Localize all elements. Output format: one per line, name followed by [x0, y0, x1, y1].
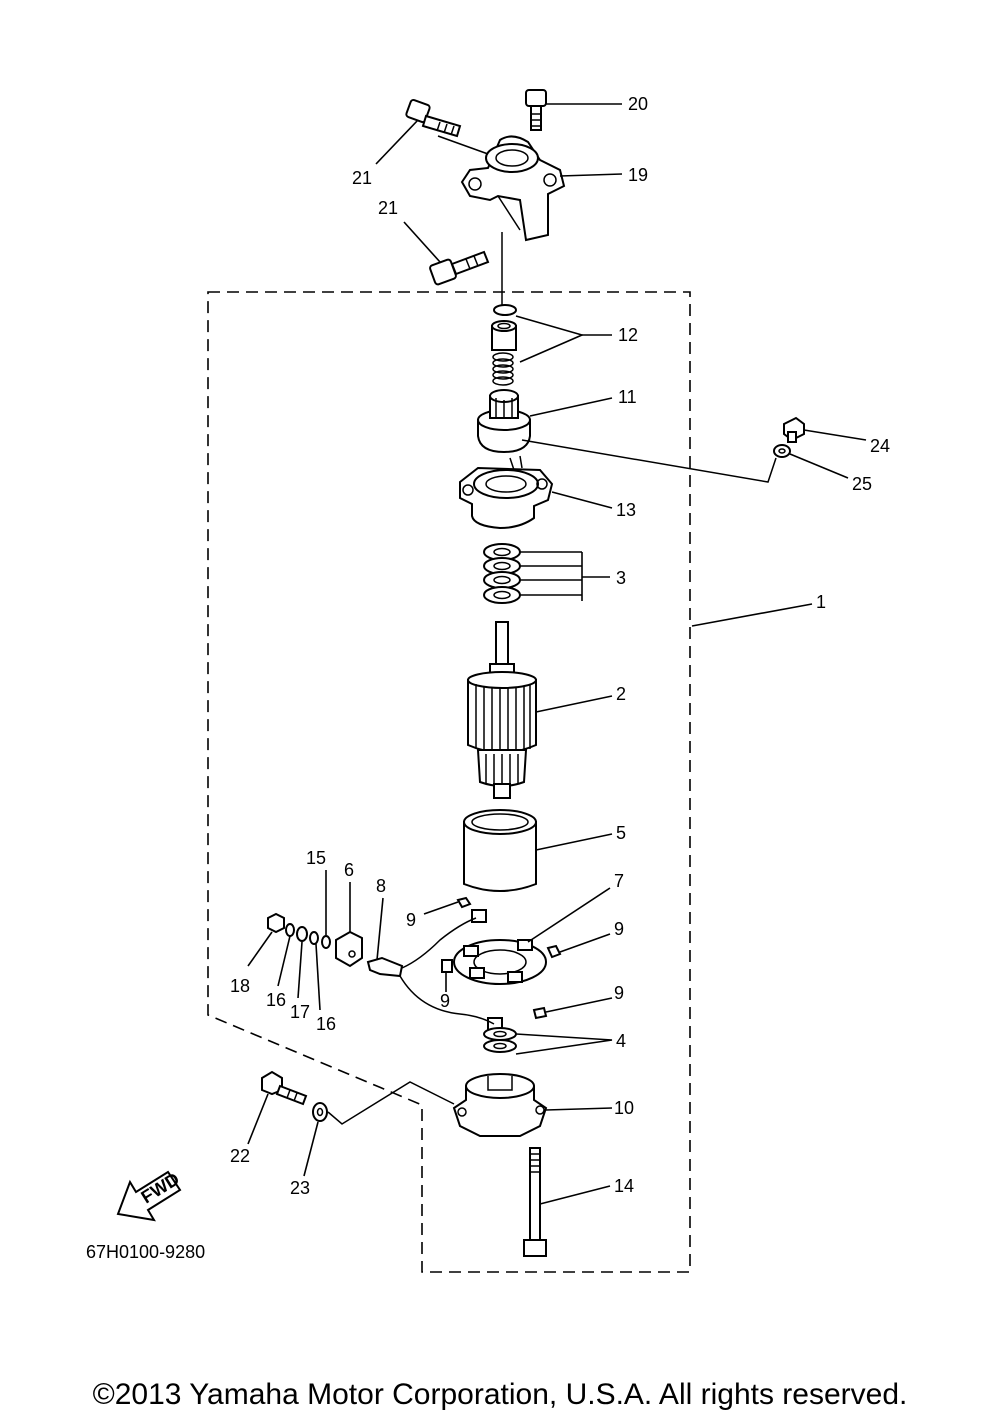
- part-7-brush-holder: [453, 939, 547, 985]
- callout-13: 13: [616, 500, 636, 520]
- callout-19: 19: [628, 165, 648, 185]
- callout-17: 17: [290, 1002, 310, 1022]
- part-13-front-housing: [459, 455, 554, 530]
- part-16-washer-b: [309, 931, 319, 945]
- callout-23: 23: [290, 1178, 310, 1198]
- part-12-spring-set: [491, 304, 517, 386]
- callout-2: 2: [616, 684, 626, 704]
- part-17-lock-washer: [296, 926, 308, 942]
- part-18-nut: [267, 912, 285, 934]
- callout-9-center: 9: [440, 991, 450, 1011]
- callout-16-right: 16: [316, 1014, 336, 1034]
- part-22-bolt: [261, 1070, 308, 1106]
- part-4-shims: [483, 1027, 517, 1053]
- part-6-insulator: [335, 930, 363, 968]
- callout-16-left: 16: [266, 990, 286, 1010]
- part-16-washer-a: [285, 923, 295, 937]
- leader-lines: [247, 103, 867, 1205]
- part-25-washer: [773, 444, 791, 458]
- part-9-brushes: [441, 896, 562, 1031]
- part-15-washer: [321, 935, 331, 949]
- part-2-armature: [467, 621, 537, 799]
- callout-11: 11: [618, 387, 637, 407]
- part-11-pinion: [477, 389, 531, 454]
- callout-18: 18: [230, 976, 250, 996]
- part-5-yoke: [463, 809, 537, 892]
- callout-9-right-lower: 9: [614, 983, 624, 1003]
- callout-labels: 20 21 19 21 12 11 24 25 13 3 1 2 5 15 6 …: [230, 94, 890, 1198]
- drawing-number: 67H0100-9280: [86, 1242, 205, 1262]
- callout-3: 3: [616, 568, 626, 588]
- callout-12: 12: [618, 325, 638, 345]
- part-10-rear-cover: [452, 1073, 548, 1137]
- fwd-arrow-icon: FWD: [116, 1169, 183, 1222]
- callout-15: 15: [306, 848, 326, 868]
- callout-21-upper: 21: [352, 168, 372, 188]
- part-24-screw: [783, 416, 805, 443]
- link-23-10: [327, 1081, 455, 1125]
- callout-14: 14: [614, 1176, 634, 1196]
- part-19-bracket: [460, 135, 566, 242]
- part-21-bolt-upper: [405, 98, 462, 138]
- callout-25: 25: [852, 474, 872, 494]
- link-11-25: [521, 439, 777, 483]
- callout-5: 5: [616, 823, 626, 843]
- assembly-boundary: [207, 291, 691, 1273]
- callout-7: 7: [614, 871, 624, 891]
- callout-1: 1: [816, 592, 826, 612]
- callout-4: 4: [616, 1031, 626, 1051]
- callout-24: 24: [870, 436, 890, 456]
- callout-20: 20: [628, 94, 648, 114]
- callout-21-lower: 21: [378, 198, 398, 218]
- callout-8: 8: [376, 876, 386, 896]
- part-21-bolt-lower: [429, 250, 490, 286]
- callout-6: 6: [344, 860, 354, 880]
- callout-10: 10: [614, 1098, 634, 1118]
- callout-9-upper-left: 9: [406, 910, 416, 930]
- callout-22: 22: [230, 1146, 250, 1166]
- copyright-notice: ©2013 Yamaha Motor Corporation, U.S.A. A…: [92, 1378, 908, 1411]
- part-14-through-bolt: [523, 1147, 547, 1257]
- part-3-washers: [483, 543, 521, 604]
- part-23-washer: [312, 1102, 328, 1122]
- part-8-terminal: [366, 917, 495, 1025]
- callout-9-right-upper: 9: [614, 919, 624, 939]
- part-20-bolt: [525, 89, 547, 131]
